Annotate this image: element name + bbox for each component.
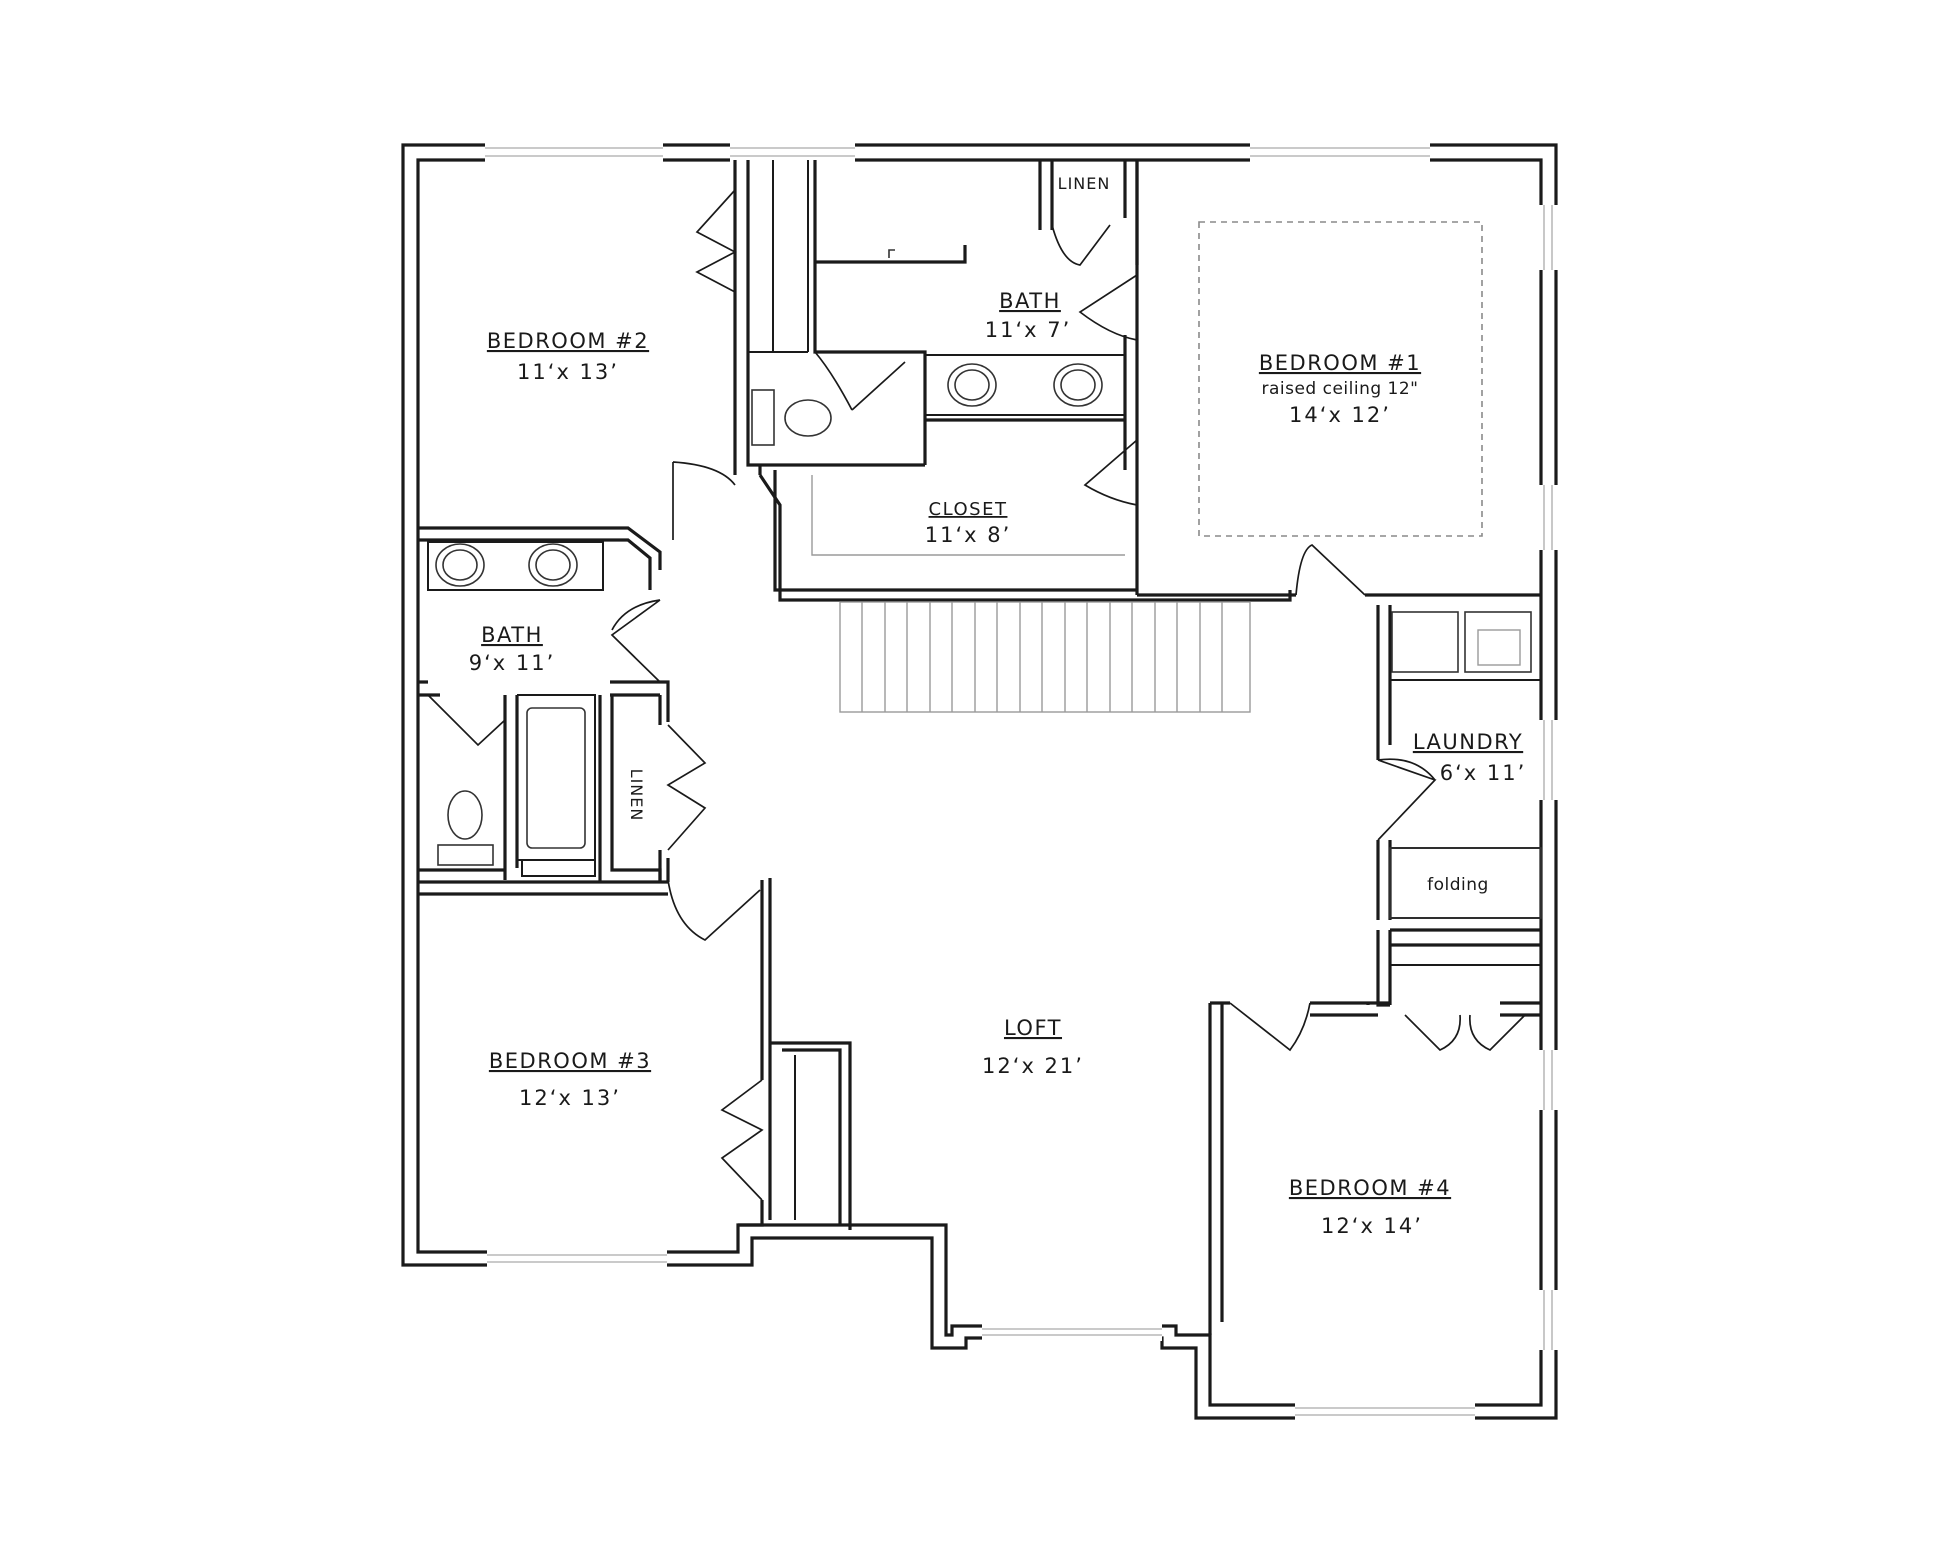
bath-upper-size: 11‘x 7’ [985, 318, 1072, 342]
bedroom4-size: 12‘x 14’ [1321, 1214, 1423, 1238]
doors [427, 189, 1526, 1201]
windows [485, 142, 1559, 1421]
bath-left-size: 9‘x 11’ [469, 651, 556, 675]
bedroom1-size: 14‘x 12’ [1289, 403, 1391, 427]
interior-walls [418, 160, 1541, 1335]
linen-left-label: LINEN [627, 769, 646, 822]
closet-name: CLOSET [929, 499, 1008, 520]
raised-ceiling-outline [1198, 221, 1483, 537]
bath-left-name: BATH [481, 623, 543, 647]
fixtures [435, 249, 1542, 919]
exterior-walls [401, 142, 1559, 1421]
laundry-size: 6‘x 11’ [1440, 761, 1527, 785]
bath-upper-name: BATH [999, 289, 1061, 313]
loft-name: LOFT [1004, 1016, 1062, 1040]
stairs [839, 601, 1251, 713]
loft-size: 12‘x 21’ [982, 1054, 1084, 1078]
folding-label: folding [1427, 875, 1489, 895]
bedroom1-name: BEDROOM #1 [1259, 351, 1421, 375]
linen-upper-label: LINEN [1058, 174, 1111, 193]
closet-size: 11‘x 8’ [925, 523, 1012, 547]
laundry-name: LAUNDRY [1413, 730, 1523, 754]
bedroom2-size: 11‘x 13’ [517, 360, 619, 384]
bedroom3-name: BEDROOM #3 [489, 1049, 651, 1073]
bedroom4-name: BEDROOM #4 [1289, 1176, 1451, 1200]
bedroom3-size: 12‘x 13’ [519, 1086, 621, 1110]
room-labels: BEDROOM #2 11‘x 13’ LINEN BATH 11‘x 7’ B… [469, 174, 1527, 1238]
bedroom1-note: raised ceiling 12" [1261, 379, 1418, 399]
bedroom2-name: BEDROOM #2 [487, 329, 649, 353]
